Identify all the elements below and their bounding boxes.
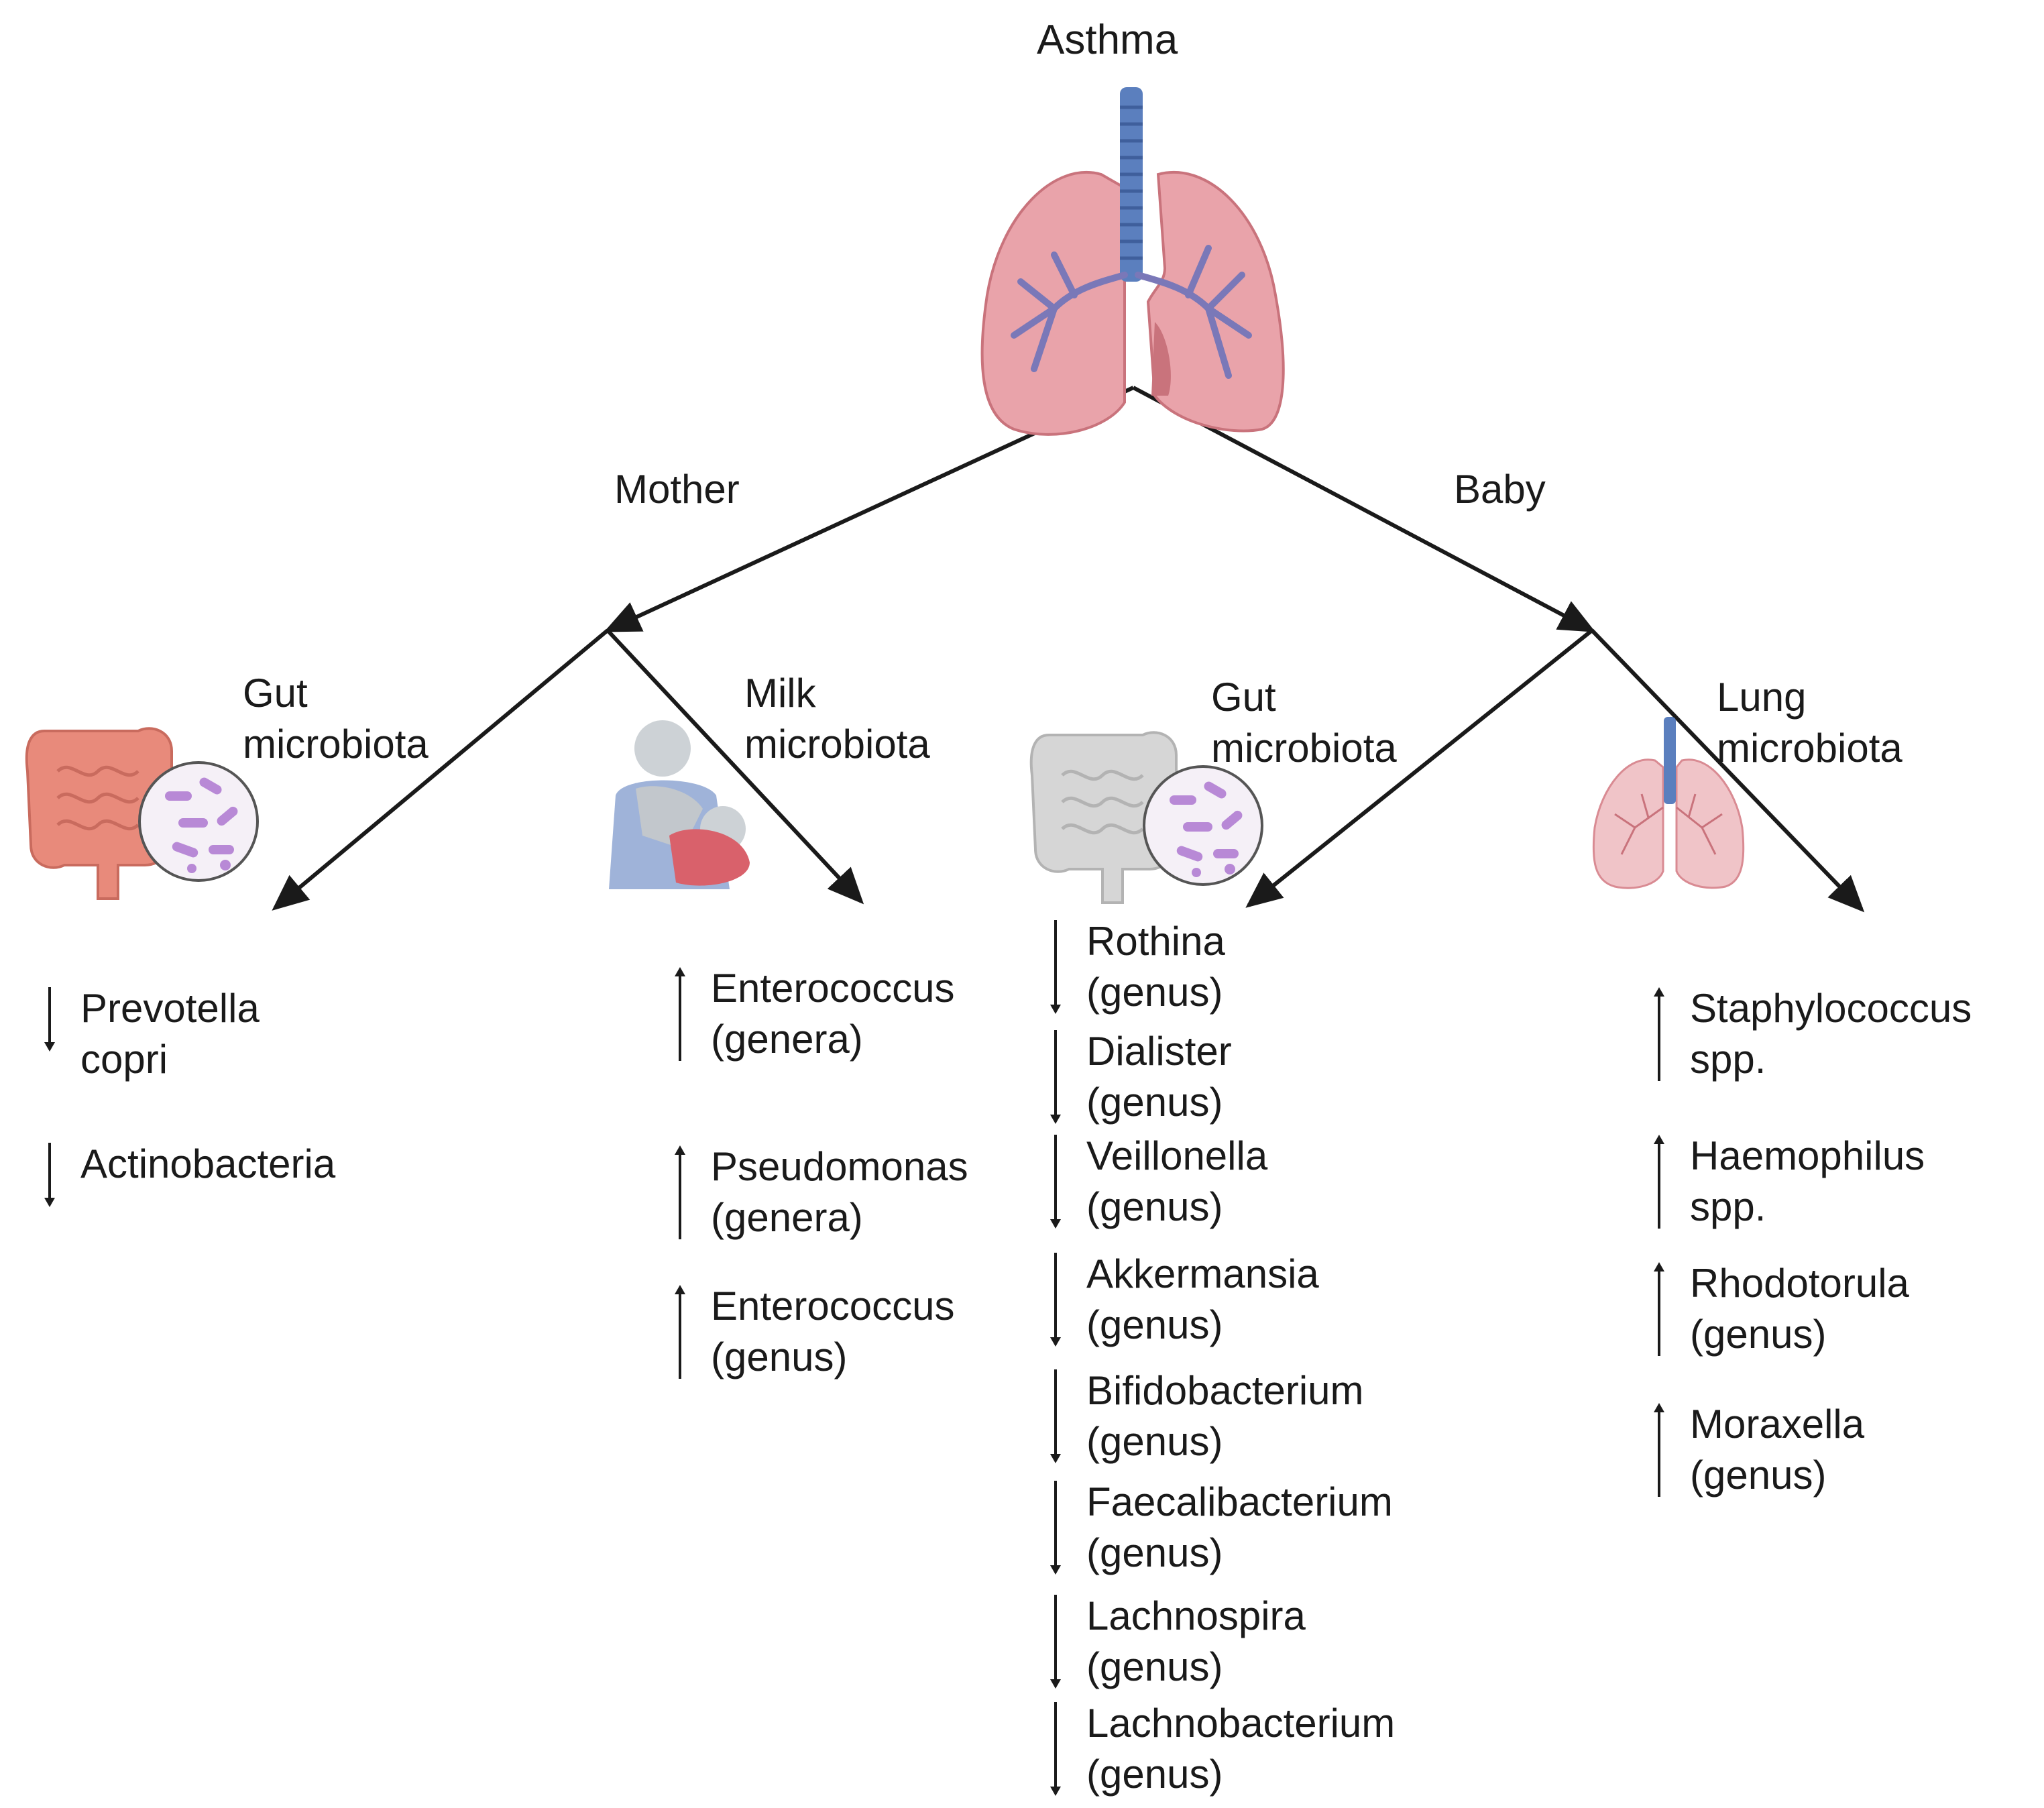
taxon-label: Pseudomonas (genera) [711, 1144, 968, 1240]
decrease-arrow-icon [44, 1143, 55, 1207]
source-label-mother-milk: Milk microbiota [744, 671, 930, 767]
taxon-label: Enterococcus (genus) [711, 1284, 955, 1379]
intestine-icon [25, 727, 259, 900]
decrease-arrow-icon [1050, 1702, 1061, 1796]
connector-mother-milk [606, 628, 864, 905]
increase-arrow-icon [675, 1285, 685, 1379]
decrease-arrow-icon [1050, 1030, 1061, 1124]
lungs-icon [1592, 717, 1745, 889]
increase-arrow-icon [1654, 1403, 1664, 1497]
root-title: Asthma [1037, 17, 1178, 63]
decrease-arrow-icon [1050, 1369, 1061, 1463]
branch-label-mother: Mother [614, 467, 740, 512]
taxon-label: Rothina (genus) [1086, 919, 1225, 1015]
decrease-arrow-icon [44, 987, 55, 1052]
taxon-label: Veillonella (genus) [1086, 1133, 1268, 1229]
taxon-label: Staphylococcus spp. [1690, 986, 1972, 1082]
taxon-label: Faecalibacterium (genus) [1086, 1479, 1393, 1575]
intestine-icon [1029, 731, 1263, 904]
connector-mother-gut [272, 628, 609, 911]
taxon-label: Enterococcus (genera) [711, 966, 955, 1062]
increase-arrow-icon [1654, 1135, 1664, 1229]
taxon-label: Akkermansia (genus) [1086, 1251, 1319, 1347]
increase-arrow-icon [675, 1145, 685, 1239]
source-label-baby-gut: Gut microbiota [1211, 675, 1397, 771]
breastfeeding-icon [609, 720, 750, 889]
connector-baby-lung [1590, 628, 1865, 913]
taxon-label: Dialister (genus) [1086, 1029, 1232, 1125]
lungs-icon [980, 87, 1285, 436]
decrease-arrow-icon [1050, 920, 1061, 1014]
taxon-label: Actinobacteria [80, 1141, 336, 1186]
increase-arrow-icon [1654, 1262, 1664, 1356]
taxon-label: Moraxella (genus) [1690, 1402, 1865, 1498]
taxon-label: Lachnobacterium (genus) [1086, 1701, 1396, 1797]
taxon-label: Haemophilus spp. [1690, 1133, 1925, 1229]
taxon-label: Rhodotorula (genus) [1690, 1261, 1909, 1357]
decrease-arrow-icon [1050, 1135, 1061, 1229]
source-label-baby-lung: Lung microbiota [1717, 675, 1903, 771]
taxon-label: Lachnospira (genus) [1086, 1593, 1306, 1689]
taxon-label: Prevotella copri [80, 986, 260, 1082]
decrease-arrow-icon [1050, 1253, 1061, 1347]
branch-label-baby: Baby [1454, 467, 1546, 512]
taxon-label: Bifidobacterium (genus) [1086, 1368, 1364, 1464]
increase-arrow-icon [1654, 987, 1664, 1081]
source-label-mother-gut: Gut microbiota [243, 671, 429, 767]
increase-arrow-icon [675, 967, 685, 1061]
connector-baby-gut [1245, 628, 1593, 908]
decrease-arrow-icon [1050, 1595, 1061, 1689]
decrease-arrow-icon [1050, 1481, 1061, 1575]
